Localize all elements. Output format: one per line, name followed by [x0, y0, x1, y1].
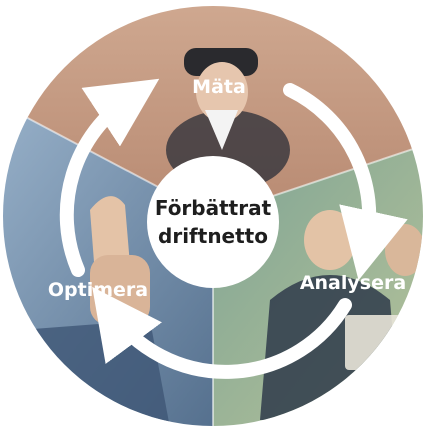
- stage-label-optimize: Optimera: [48, 279, 148, 301]
- center-circle: [147, 156, 279, 288]
- cycle-arrow-analyze-to-optimize: [92, 286, 352, 379]
- stage-label-measure: Mäta: [192, 76, 246, 98]
- cycle-arrow-measure-to-analyze: [283, 83, 408, 281]
- center-label-line2: driftnetto: [158, 224, 268, 248]
- center-label-line1: Förbättrat: [155, 196, 272, 220]
- cycle-arrow-optimize-to-measure: [59, 78, 160, 277]
- stage-label-analyze: Analysera: [300, 272, 406, 294]
